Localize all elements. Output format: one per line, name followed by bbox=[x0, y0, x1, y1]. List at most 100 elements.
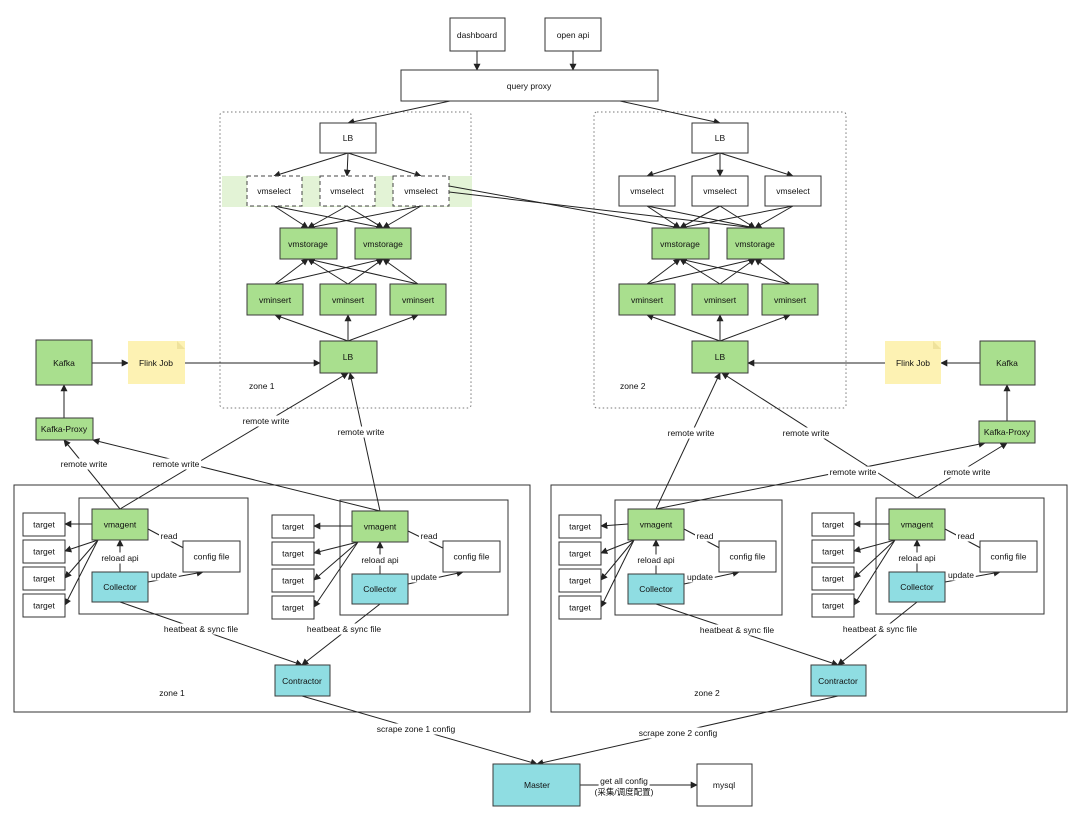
edge-arrow bbox=[679, 205, 794, 231]
label-background bbox=[359, 554, 401, 566]
target-label: target bbox=[822, 601, 844, 611]
agent-groups: target target target target vmagentCollector… bbox=[22, 508, 1038, 620]
open-api-label: open api bbox=[557, 30, 590, 40]
lb-label: LB bbox=[343, 133, 354, 143]
kafka-proxy-label: Kafka-Proxy bbox=[41, 424, 88, 434]
target-label: target bbox=[569, 603, 591, 613]
label-background bbox=[666, 427, 717, 439]
vmselect-node bbox=[319, 175, 376, 207]
collector-node bbox=[888, 571, 946, 603]
edge-arrow bbox=[307, 205, 422, 231]
label-background bbox=[151, 458, 202, 470]
edge-arrow bbox=[347, 372, 381, 512]
vmstorage-label: vmstorage bbox=[660, 239, 700, 249]
vmselect-label: vmselect bbox=[404, 186, 438, 196]
edge-arrow bbox=[600, 539, 635, 608]
edge-arrow bbox=[853, 539, 896, 579]
target-node bbox=[811, 512, 855, 537]
vmstorage-label: vmstorage bbox=[288, 239, 328, 249]
edge-arrow bbox=[274, 313, 349, 342]
mysql-node bbox=[696, 763, 753, 807]
config-file-node bbox=[979, 540, 1038, 573]
edge-arrow bbox=[600, 539, 635, 554]
edge-arrow bbox=[274, 257, 384, 285]
contractor-label: Contractor bbox=[818, 676, 858, 686]
vmagent-node bbox=[627, 508, 685, 541]
update-label: update bbox=[411, 572, 437, 582]
edge-arrow bbox=[347, 100, 451, 126]
label-background bbox=[149, 569, 179, 581]
vmagent-node bbox=[351, 510, 409, 543]
label-background bbox=[59, 458, 110, 470]
lb-node bbox=[319, 122, 377, 154]
heartbeat-label: heatbeat & sync file bbox=[164, 624, 238, 634]
note-fold bbox=[177, 341, 185, 349]
edge-arrow bbox=[307, 258, 349, 285]
edge-arrow bbox=[64, 539, 99, 553]
kafka-proxy-node bbox=[35, 417, 94, 441]
vmselect-label: vmselect bbox=[703, 186, 737, 196]
vmselect-node bbox=[246, 175, 303, 207]
read-label: read bbox=[957, 531, 974, 541]
label-background bbox=[896, 552, 938, 564]
vmstorage-node bbox=[279, 227, 338, 260]
lb-label: LB bbox=[715, 133, 726, 143]
target-node bbox=[558, 541, 602, 566]
target-node bbox=[271, 568, 315, 593]
vmagent-label: vmagent bbox=[901, 520, 934, 530]
label-background bbox=[841, 623, 919, 635]
vminsert-label: vminsert bbox=[259, 295, 292, 305]
vminsert-label: vminsert bbox=[631, 295, 664, 305]
mysql-label: mysql bbox=[713, 780, 735, 790]
vminsert-node bbox=[246, 283, 304, 316]
vmagent-label: vmagent bbox=[104, 520, 137, 530]
target-node bbox=[271, 595, 315, 620]
edge-arrow bbox=[655, 372, 721, 510]
label-background bbox=[375, 723, 457, 735]
edge-arrow bbox=[313, 541, 359, 581]
edge-arrow bbox=[853, 539, 896, 606]
edge-arrow bbox=[347, 258, 384, 285]
config-file-label: config file bbox=[991, 552, 1027, 562]
zone2-agent-label: zone 2 bbox=[694, 688, 720, 698]
target-node bbox=[271, 514, 315, 539]
kafka-proxy-node bbox=[978, 420, 1036, 444]
config-file-label: config file bbox=[194, 552, 230, 562]
label-background bbox=[637, 727, 719, 739]
remote-write-label: remote write bbox=[668, 428, 715, 438]
collector-node bbox=[351, 573, 409, 605]
flink-job-label: Flink Job bbox=[139, 358, 173, 368]
scrape-zone2-label: scrape zone 2 config bbox=[639, 728, 718, 738]
target-label: target bbox=[569, 522, 591, 532]
reload-api-label: reload api bbox=[898, 553, 935, 563]
label-background bbox=[942, 466, 993, 478]
vmstorage-node bbox=[354, 227, 412, 260]
edges bbox=[60, 51, 1011, 789]
target-node bbox=[811, 566, 855, 591]
collector-label: Collector bbox=[639, 584, 673, 594]
config-file-node bbox=[718, 540, 777, 573]
lb-node bbox=[319, 340, 378, 374]
edge-arrow bbox=[63, 439, 121, 510]
edge-arrow bbox=[754, 205, 794, 229]
edge-arrow bbox=[679, 205, 721, 229]
collector-label: Collector bbox=[103, 582, 137, 592]
vmselect-label: vmselect bbox=[330, 186, 364, 196]
reload-api-label: reload api bbox=[637, 555, 674, 565]
edge-arrow bbox=[382, 205, 422, 229]
zone2-cluster-frame bbox=[593, 111, 847, 409]
edge-arrow bbox=[719, 258, 756, 285]
target-node bbox=[22, 539, 66, 564]
vmagent-label: vmagent bbox=[364, 522, 397, 532]
vmagent-label: vmagent bbox=[640, 520, 673, 530]
master-node bbox=[492, 763, 581, 807]
contractor-node bbox=[810, 664, 867, 697]
edge-arrow bbox=[347, 152, 422, 178]
edge-arrow bbox=[719, 313, 791, 342]
note-fold bbox=[933, 341, 941, 349]
zone2-agent-frame bbox=[550, 484, 1068, 713]
label-background bbox=[162, 623, 240, 635]
collector-node bbox=[627, 573, 685, 605]
edge-arrow bbox=[119, 372, 349, 510]
target-label: target bbox=[33, 547, 55, 557]
